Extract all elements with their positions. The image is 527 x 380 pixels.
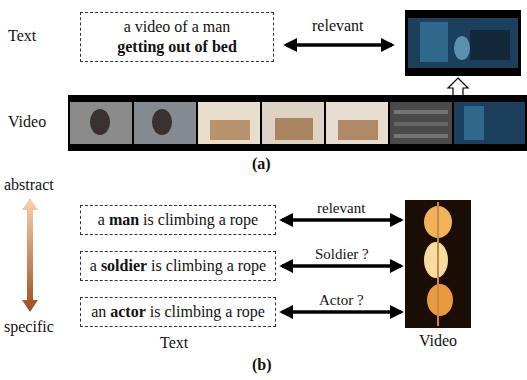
video-thumbnail: [405, 10, 521, 76]
video-node: Video: [405, 200, 471, 350]
annotation-label: relevant: [312, 17, 364, 35]
query-text: a man is climbing a rope: [98, 210, 258, 230]
query-text: a soldier is climbing a rope: [90, 256, 266, 276]
relevance-connector: [282, 310, 401, 314]
annotation-label: Video: [8, 113, 46, 131]
annotation-label: specific: [4, 318, 54, 336]
video-image: [405, 200, 471, 328]
annotation-label: abstract: [4, 176, 54, 194]
edge-label: Actor ?: [317, 292, 366, 309]
text-query-box: a soldier is climbing a rope: [80, 251, 276, 281]
panel-caption: (a): [252, 155, 271, 173]
text-query-box: a man is climbing a rope: [80, 205, 276, 235]
edge-label: relevant: [315, 200, 367, 217]
video-strip: [68, 95, 527, 151]
text-query-box: a video of a man getting out of bed: [80, 12, 274, 62]
hollow-up-arrow: [448, 78, 468, 96]
query-text: an actor is climbing a rope: [91, 302, 265, 322]
relevance-connector: [282, 218, 401, 222]
query-text: a video of a man getting out of bed: [117, 17, 237, 57]
annotation-label: Text: [8, 27, 36, 45]
panel-caption: (b): [252, 356, 272, 374]
relevance-arrow: [286, 43, 392, 47]
edge-label: Soldier ?: [313, 246, 371, 263]
abstraction-arrow: [22, 198, 38, 312]
video-caption: Video: [405, 332, 471, 350]
relevance-connector: [282, 264, 401, 268]
text-query-box: an actor is climbing a rope: [80, 297, 276, 327]
annotation-label: Text: [160, 334, 188, 352]
